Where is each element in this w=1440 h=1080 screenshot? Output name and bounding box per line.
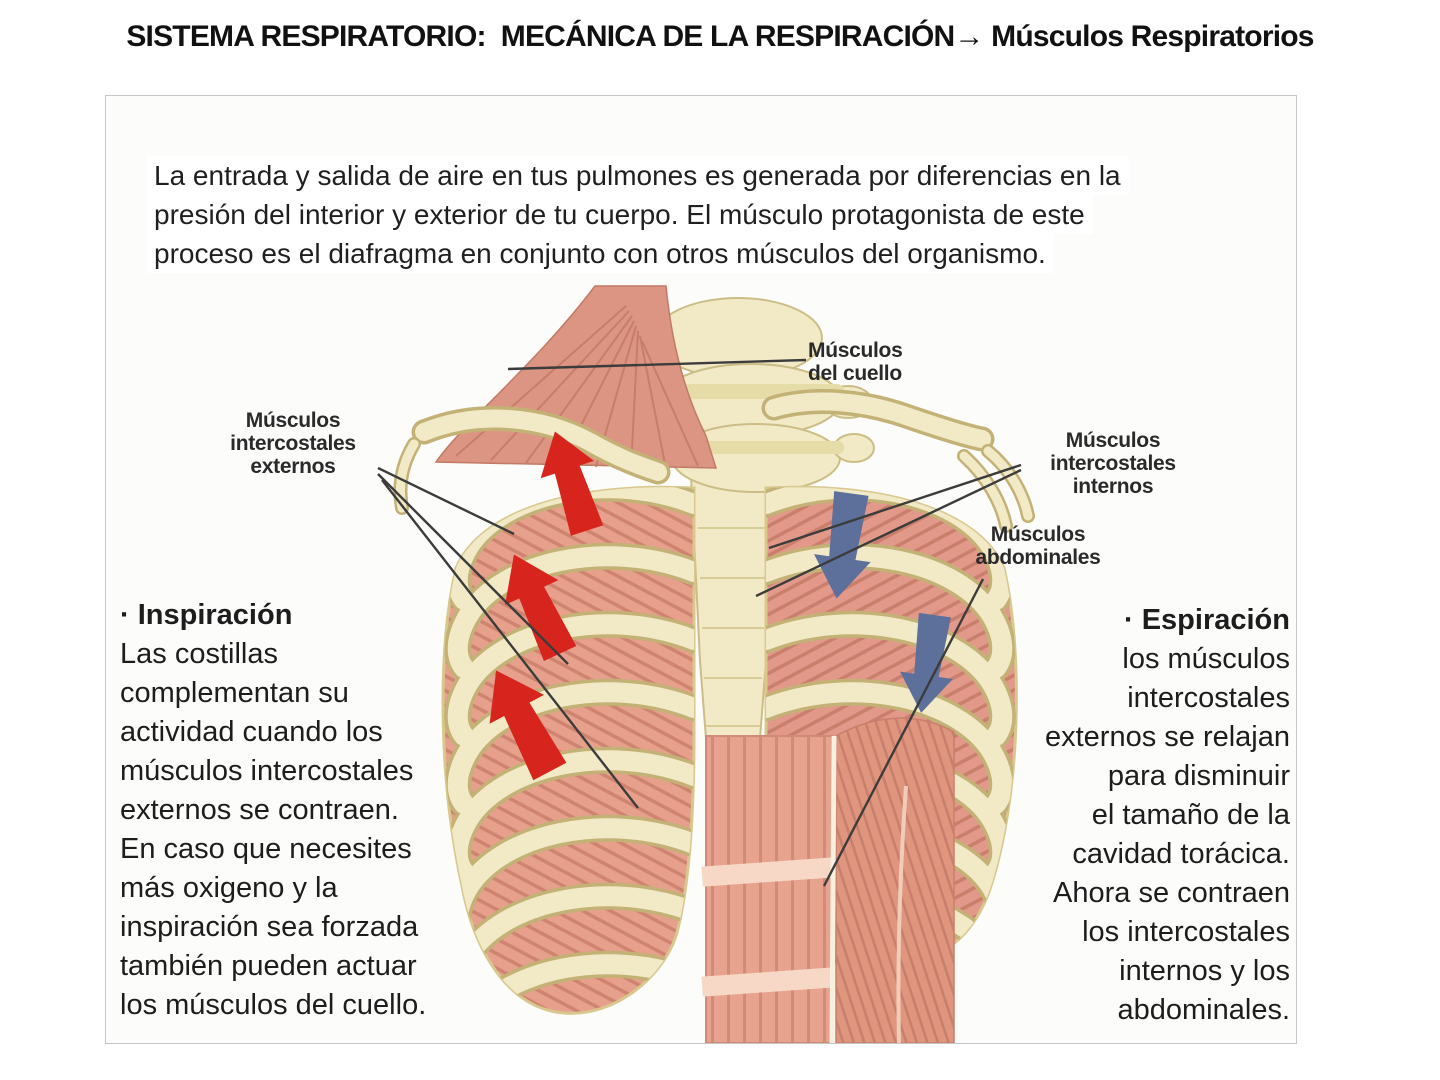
leader-cuello — [507, 358, 807, 371]
expiration-heading: · Espiración — [1124, 604, 1290, 636]
leader-externos-3 — [381, 479, 639, 809]
inspiration-text: · Inspiración Las costillas complementan… — [120, 596, 480, 1025]
expiration-text: · Espiración los músculos intercostales … — [980, 601, 1290, 1030]
rectus-abdominis — [701, 735, 835, 1043]
leader-lines — [377, 358, 1022, 887]
leader-internos-2 — [755, 468, 1022, 598]
leader-externos-2 — [377, 473, 569, 665]
inspiration-heading: · Inspiración — [120, 599, 293, 631]
label-musculos-del-cuello: Músculos del cuello — [808, 339, 903, 385]
label-musculos-abdominales: Músculos abdominales — [975, 523, 1101, 569]
left-ribcage — [441, 485, 696, 1015]
intro-line: proceso es el diafragma en conjunto con … — [146, 234, 1054, 273]
leader-internos-1 — [768, 463, 1022, 550]
ribcage-illustration — [377, 285, 1035, 1043]
page-title: SISTEMA RESPIRATORIO: MECÁNICA DE LA RES… — [126, 20, 1314, 53]
oblique-muscles — [829, 717, 955, 1043]
label-intercostales-internos: Músculos intercostales internos — [1050, 429, 1176, 498]
intro-paragraph: La entrada y salida de aire en tus pulmo… — [146, 156, 1129, 273]
figure-panel: La entrada y salida de aire en tus pulmo… — [105, 95, 1297, 1044]
clavicles — [393, 389, 1035, 533]
intro-line: La entrada y salida de aire en tus pulmo… — [146, 156, 1129, 195]
leader-externos-1 — [377, 466, 515, 536]
intro-line: presión del interior y exterior de tu cu… — [146, 195, 1093, 234]
label-intercostales-externos: Músculos intercostales externos — [230, 409, 356, 478]
leader-abdominales — [822, 578, 985, 887]
